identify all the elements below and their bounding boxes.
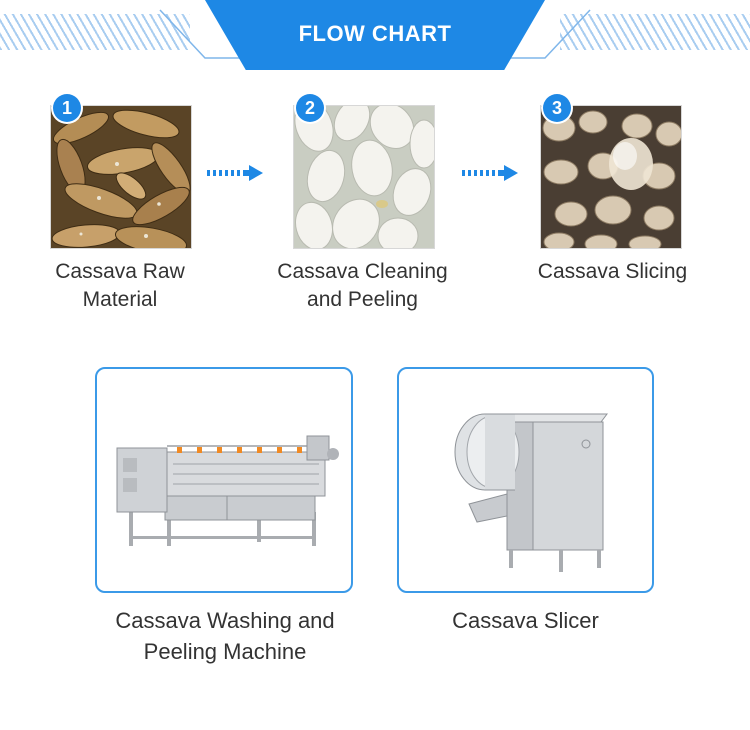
step-1-photo <box>50 105 192 249</box>
step-1-label-line1: Cassava Raw <box>20 258 220 286</box>
machine-1-label-line2: Peeling Machine <box>80 636 370 667</box>
step-1-badge: 1 <box>53 94 81 122</box>
machine-2-label-line1: Cassava Slicer <box>397 605 654 636</box>
arrow-right-icon <box>462 165 518 181</box>
step-3-photo <box>540 105 682 249</box>
step-2-label-line2: and Peeling <box>250 286 475 314</box>
step-2-label-line1: Cassava Cleaning <box>250 258 475 286</box>
arrow-right-icon <box>207 165 263 181</box>
step-3-badge: 3 <box>543 94 571 122</box>
machine-card-washer <box>95 367 353 593</box>
machine-card-slicer <box>397 367 654 593</box>
cassava-roots-image <box>51 106 192 249</box>
step-2-badge: 2 <box>296 94 324 122</box>
step-2-photo <box>293 105 435 249</box>
step-3-label-line1: Cassava Slicing <box>510 258 715 286</box>
machine-1-label-line1: Cassava Washing and <box>80 605 370 636</box>
title-banner: FLOW CHART <box>205 0 545 70</box>
step-1-label-line2: Material <box>20 286 220 314</box>
step-3-label: Cassava Slicing <box>510 258 715 286</box>
step-1-label: Cassava Raw Material <box>20 258 220 314</box>
washing-peeling-machine-image <box>107 424 343 554</box>
cassava-slices-image <box>541 106 682 249</box>
page-title: FLOW CHART <box>299 21 452 47</box>
peeled-cassava-image <box>294 106 435 249</box>
machine-2-label: Cassava Slicer <box>397 605 654 636</box>
slicer-machine-image <box>449 404 614 574</box>
step-2-label: Cassava Cleaning and Peeling <box>250 258 475 314</box>
machine-1-label: Cassava Washing and Peeling Machine <box>80 605 370 667</box>
